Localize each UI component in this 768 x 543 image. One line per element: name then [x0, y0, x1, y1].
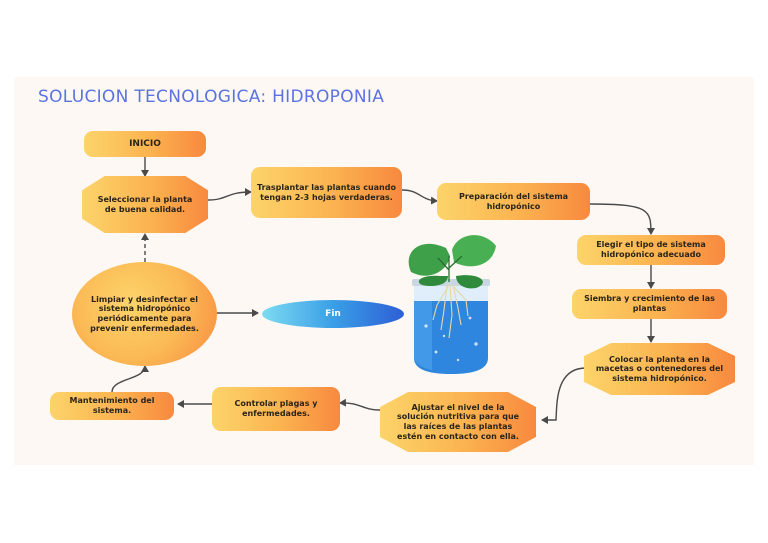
node-elegir: Elegir el tipo de sistema hidropónico ad…: [577, 235, 725, 265]
node-ajustar: Ajustar el nivel de la solución nutritiv…: [380, 392, 536, 452]
node-mantenimiento: Mantenimiento del sistema.: [50, 392, 174, 420]
node-limpiar: Limpiar y desinfectar el sistema hidropó…: [72, 262, 217, 366]
node-seleccionar: Seleccionar la planta de buena calidad.: [82, 176, 208, 233]
node-inicio: INICIO: [84, 131, 206, 157]
connector-seleccionar-trasplantar: [207, 188, 252, 201]
connector-colocar-ajustar: [541, 367, 587, 424]
diagram-title: SOLUCION TECNOLOGICA: HIDROPONIA: [38, 87, 385, 107]
connector-preparacion-elegir: [589, 203, 655, 235]
node-siembra: Siembra y crecimiento de las plantas: [572, 289, 727, 319]
node-trasplantar: Trasplantar las plantas cuando tengan 2-…: [251, 167, 402, 218]
connector-ajustar-controlar: [339, 398, 381, 411]
node-controlar: Controlar plagas y enfermedades.: [212, 387, 340, 431]
connector-trasplantar-preparacion: [401, 189, 438, 205]
node-colocar: Colocar la planta en la macetas o conten…: [584, 343, 735, 395]
node-preparacion: Preparación del sistema hidropónico: [437, 183, 590, 220]
connector-mantenimiento-limpiar: [111, 365, 149, 393]
hydroponic-jar-icon: [408, 235, 496, 374]
node-fin: Fin: [262, 300, 404, 328]
